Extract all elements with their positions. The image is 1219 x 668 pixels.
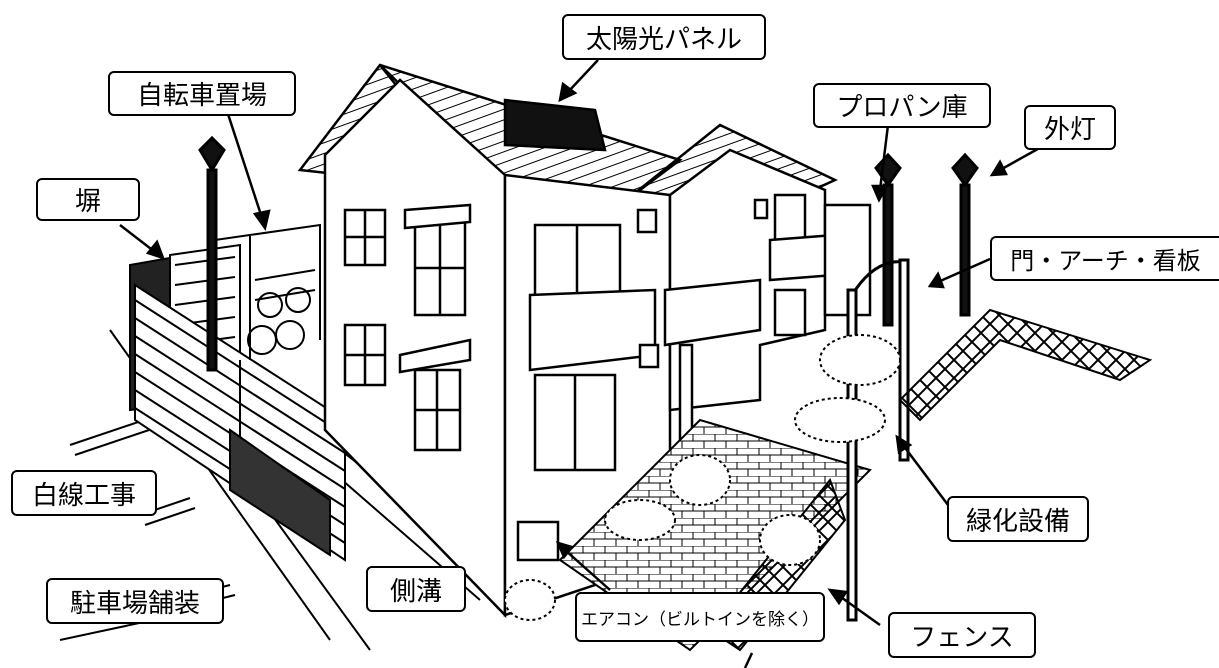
label-outdoor-light: 外灯 <box>1024 105 1116 150</box>
callout-leaders <box>119 59 1046 668</box>
label-parking-pavement: 駐車場舗装 <box>46 578 224 624</box>
shrubs <box>504 334 901 621</box>
label-white-line-work: 白線工事 <box>11 470 157 516</box>
label-greening: 緑化設備 <box>947 496 1089 542</box>
label-solar-panel: 太陽光パネル <box>562 14 766 60</box>
lattice-fence-right <box>898 308 1153 422</box>
label-air-conditioner: エアコン（ビルトインを除く） <box>575 592 825 642</box>
slat-fence-left <box>134 283 346 562</box>
label-gate-arch-signboard: 門・アーチ・看板 <box>990 236 1219 281</box>
solar-panel-shape <box>503 98 607 152</box>
label-gutter: 側溝 <box>366 566 466 612</box>
label-propane-storage: プロパン庫 <box>813 83 991 128</box>
label-fence: フェンス <box>888 612 1036 658</box>
label-wall: 塀 <box>36 178 140 221</box>
lamp-posts <box>198 135 979 372</box>
label-bicycle-parking: 自転車置場 <box>108 71 296 116</box>
